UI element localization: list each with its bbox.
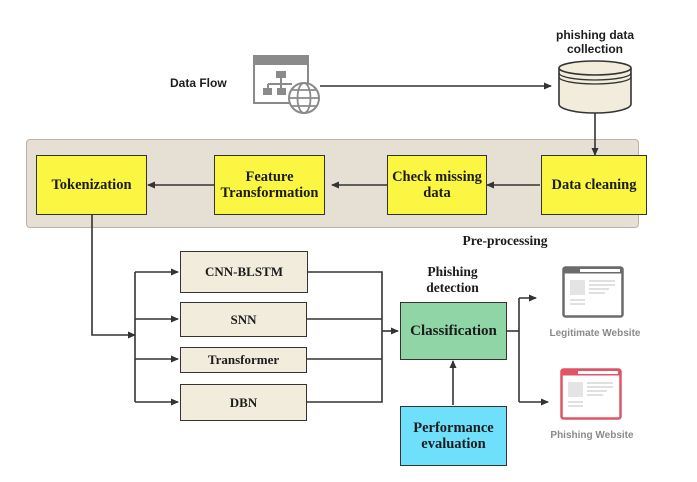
data-cleaning-box: Data cleaning bbox=[541, 155, 647, 215]
legitimate-website-label: Legitimate Website bbox=[549, 328, 641, 339]
token-to-models-arrow bbox=[91, 214, 136, 339]
performance-evaluation-box: Performance evaluation bbox=[400, 406, 507, 466]
data-flow-label: Data Flow bbox=[170, 76, 227, 90]
classification-box: Classification bbox=[400, 302, 507, 360]
data-collection-label: phishing data collection bbox=[556, 28, 634, 56]
check-missing-data-box: Check missing data bbox=[387, 155, 487, 215]
database-icon bbox=[557, 60, 633, 116]
phishing-website-label: Phishing Website bbox=[550, 430, 634, 441]
phishing-website-icon bbox=[560, 368, 622, 420]
snn-box: SNN bbox=[180, 302, 307, 337]
tokenization-box: Tokenization bbox=[36, 155, 147, 215]
to-legitimate-arrow bbox=[518, 298, 536, 402]
pre-processing-label: Pre-processing bbox=[462, 233, 548, 248]
dbn-box: DBN bbox=[180, 384, 307, 421]
network-globe-icon bbox=[252, 55, 320, 115]
feature-transformation-box: Feature Transformation bbox=[214, 155, 325, 215]
cnn-blstm-box: CNN-BLSTM bbox=[180, 251, 308, 293]
phishing-detection-label: Phishing detection bbox=[426, 264, 479, 295]
transformer-box: Transformer bbox=[180, 347, 307, 373]
legitimate-website-icon bbox=[562, 266, 624, 318]
